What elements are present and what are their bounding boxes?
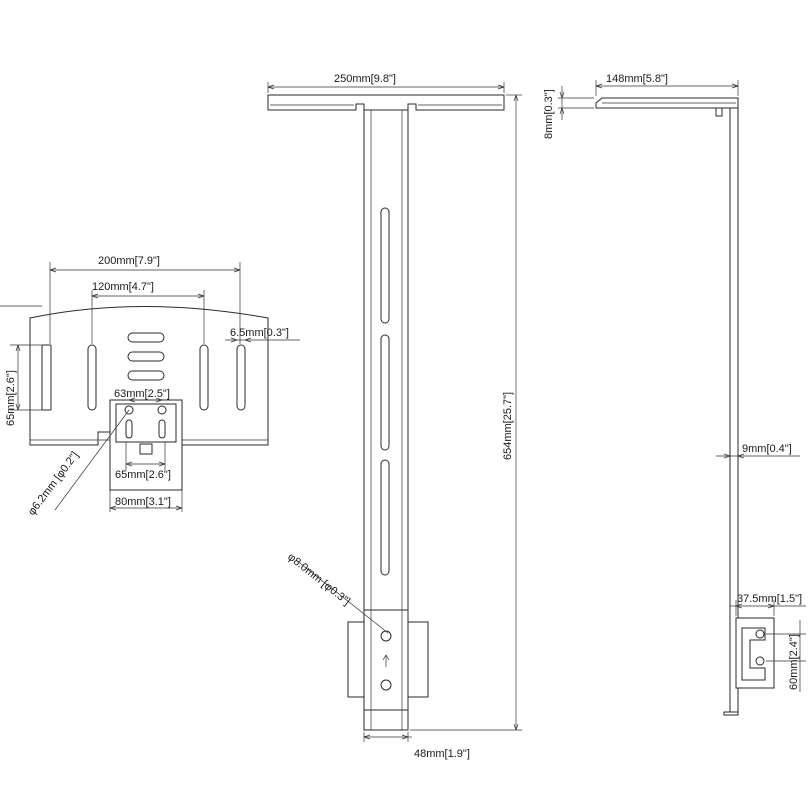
- label-plate-depth: 37.5mm[1.5"]: [737, 593, 802, 605]
- label-hole-spacing-bottom: 65mm[2.6"]: [115, 469, 171, 481]
- label-pole-height: 654mm[25.7"]: [502, 392, 514, 460]
- label-pole-width: 48mm[1.9"]: [414, 748, 470, 760]
- tray-dimensions: [0, 262, 300, 512]
- label-top-width: 250mm[9.8"]: [334, 73, 396, 85]
- label-hole-spacing-top: 63mm[2.5"]: [114, 388, 170, 400]
- label-tray-hole-diameter: φ6.2mm [φ0.2"]: [26, 450, 81, 518]
- label-bracket-width: 80mm[3.1"]: [115, 496, 171, 508]
- front-view: [267, 94, 505, 731]
- label-tray-slot-height: 65mm[2.6"]: [5, 370, 17, 426]
- label-slot-width: 6.5mm[0.3"]: [230, 327, 289, 339]
- label-side-depth: 148mm[5.8"]: [606, 73, 668, 85]
- label-plate-hole-spacing: 60mm[2.4"]: [788, 634, 800, 690]
- label-tray-slot-spacing: 120mm[4.7"]: [92, 281, 154, 293]
- label-pole-thickness: 9mm[0.4"]: [742, 443, 792, 455]
- label-plate-thickness: 8mm[0.3"]: [543, 89, 555, 139]
- label-tray-width: 200mm[7.9"]: [98, 255, 160, 267]
- tray-view: [29, 306, 269, 491]
- side-dimensions: [558, 80, 806, 692]
- side-view: [595, 97, 775, 716]
- front-dimensions: [267, 82, 522, 742]
- label-pole-hole-diameter: φ8.0mm [φ0.3"]: [285, 551, 352, 608]
